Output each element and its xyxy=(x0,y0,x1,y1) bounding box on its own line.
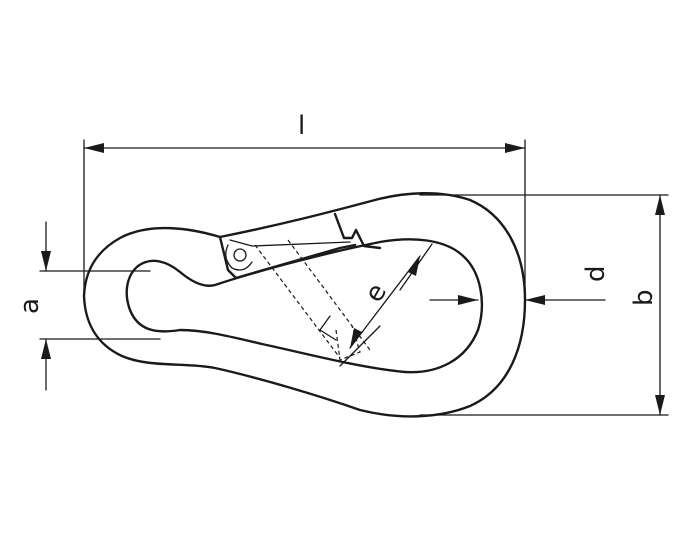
extension-line-e-lower xyxy=(339,325,381,367)
snap-hook-body xyxy=(82,192,527,418)
latch-tip xyxy=(319,315,337,341)
arrowhead-b-top xyxy=(655,195,665,215)
arrowhead-a-bottom xyxy=(41,339,51,359)
arrowhead-l-left xyxy=(84,143,104,153)
dimension-label-l: l xyxy=(298,111,305,141)
arrowhead-b-bottom xyxy=(655,395,665,415)
gate-lower-edge xyxy=(229,239,351,247)
gate-pivot-housing xyxy=(225,244,253,271)
dimension-label-b: b xyxy=(629,289,659,306)
arrowhead-a-top xyxy=(41,251,51,271)
dimension-l: l xyxy=(83,111,526,301)
gate-outline xyxy=(218,235,357,280)
dimension-e: e xyxy=(339,243,433,367)
arrowhead-d-right xyxy=(525,295,545,305)
gate-nose-notch xyxy=(333,212,382,250)
gate-pivot-pin xyxy=(233,248,247,262)
dimension-label-a: a xyxy=(15,298,45,314)
arrowhead-e-upper xyxy=(408,256,420,276)
dimension-d: d xyxy=(429,265,611,305)
arrowhead-d-left xyxy=(458,295,478,305)
dimension-b: b xyxy=(419,194,669,416)
arrowhead-l-right xyxy=(505,143,525,153)
dimension-label-d: d xyxy=(581,265,611,282)
hook-outer-contour xyxy=(82,192,527,418)
arrowhead-e-lower xyxy=(350,328,362,348)
hook-inner-opening xyxy=(125,238,484,374)
dimension-a: a xyxy=(15,221,161,391)
dimension-line-e xyxy=(349,255,421,349)
dimension-label-e: e xyxy=(359,279,393,308)
